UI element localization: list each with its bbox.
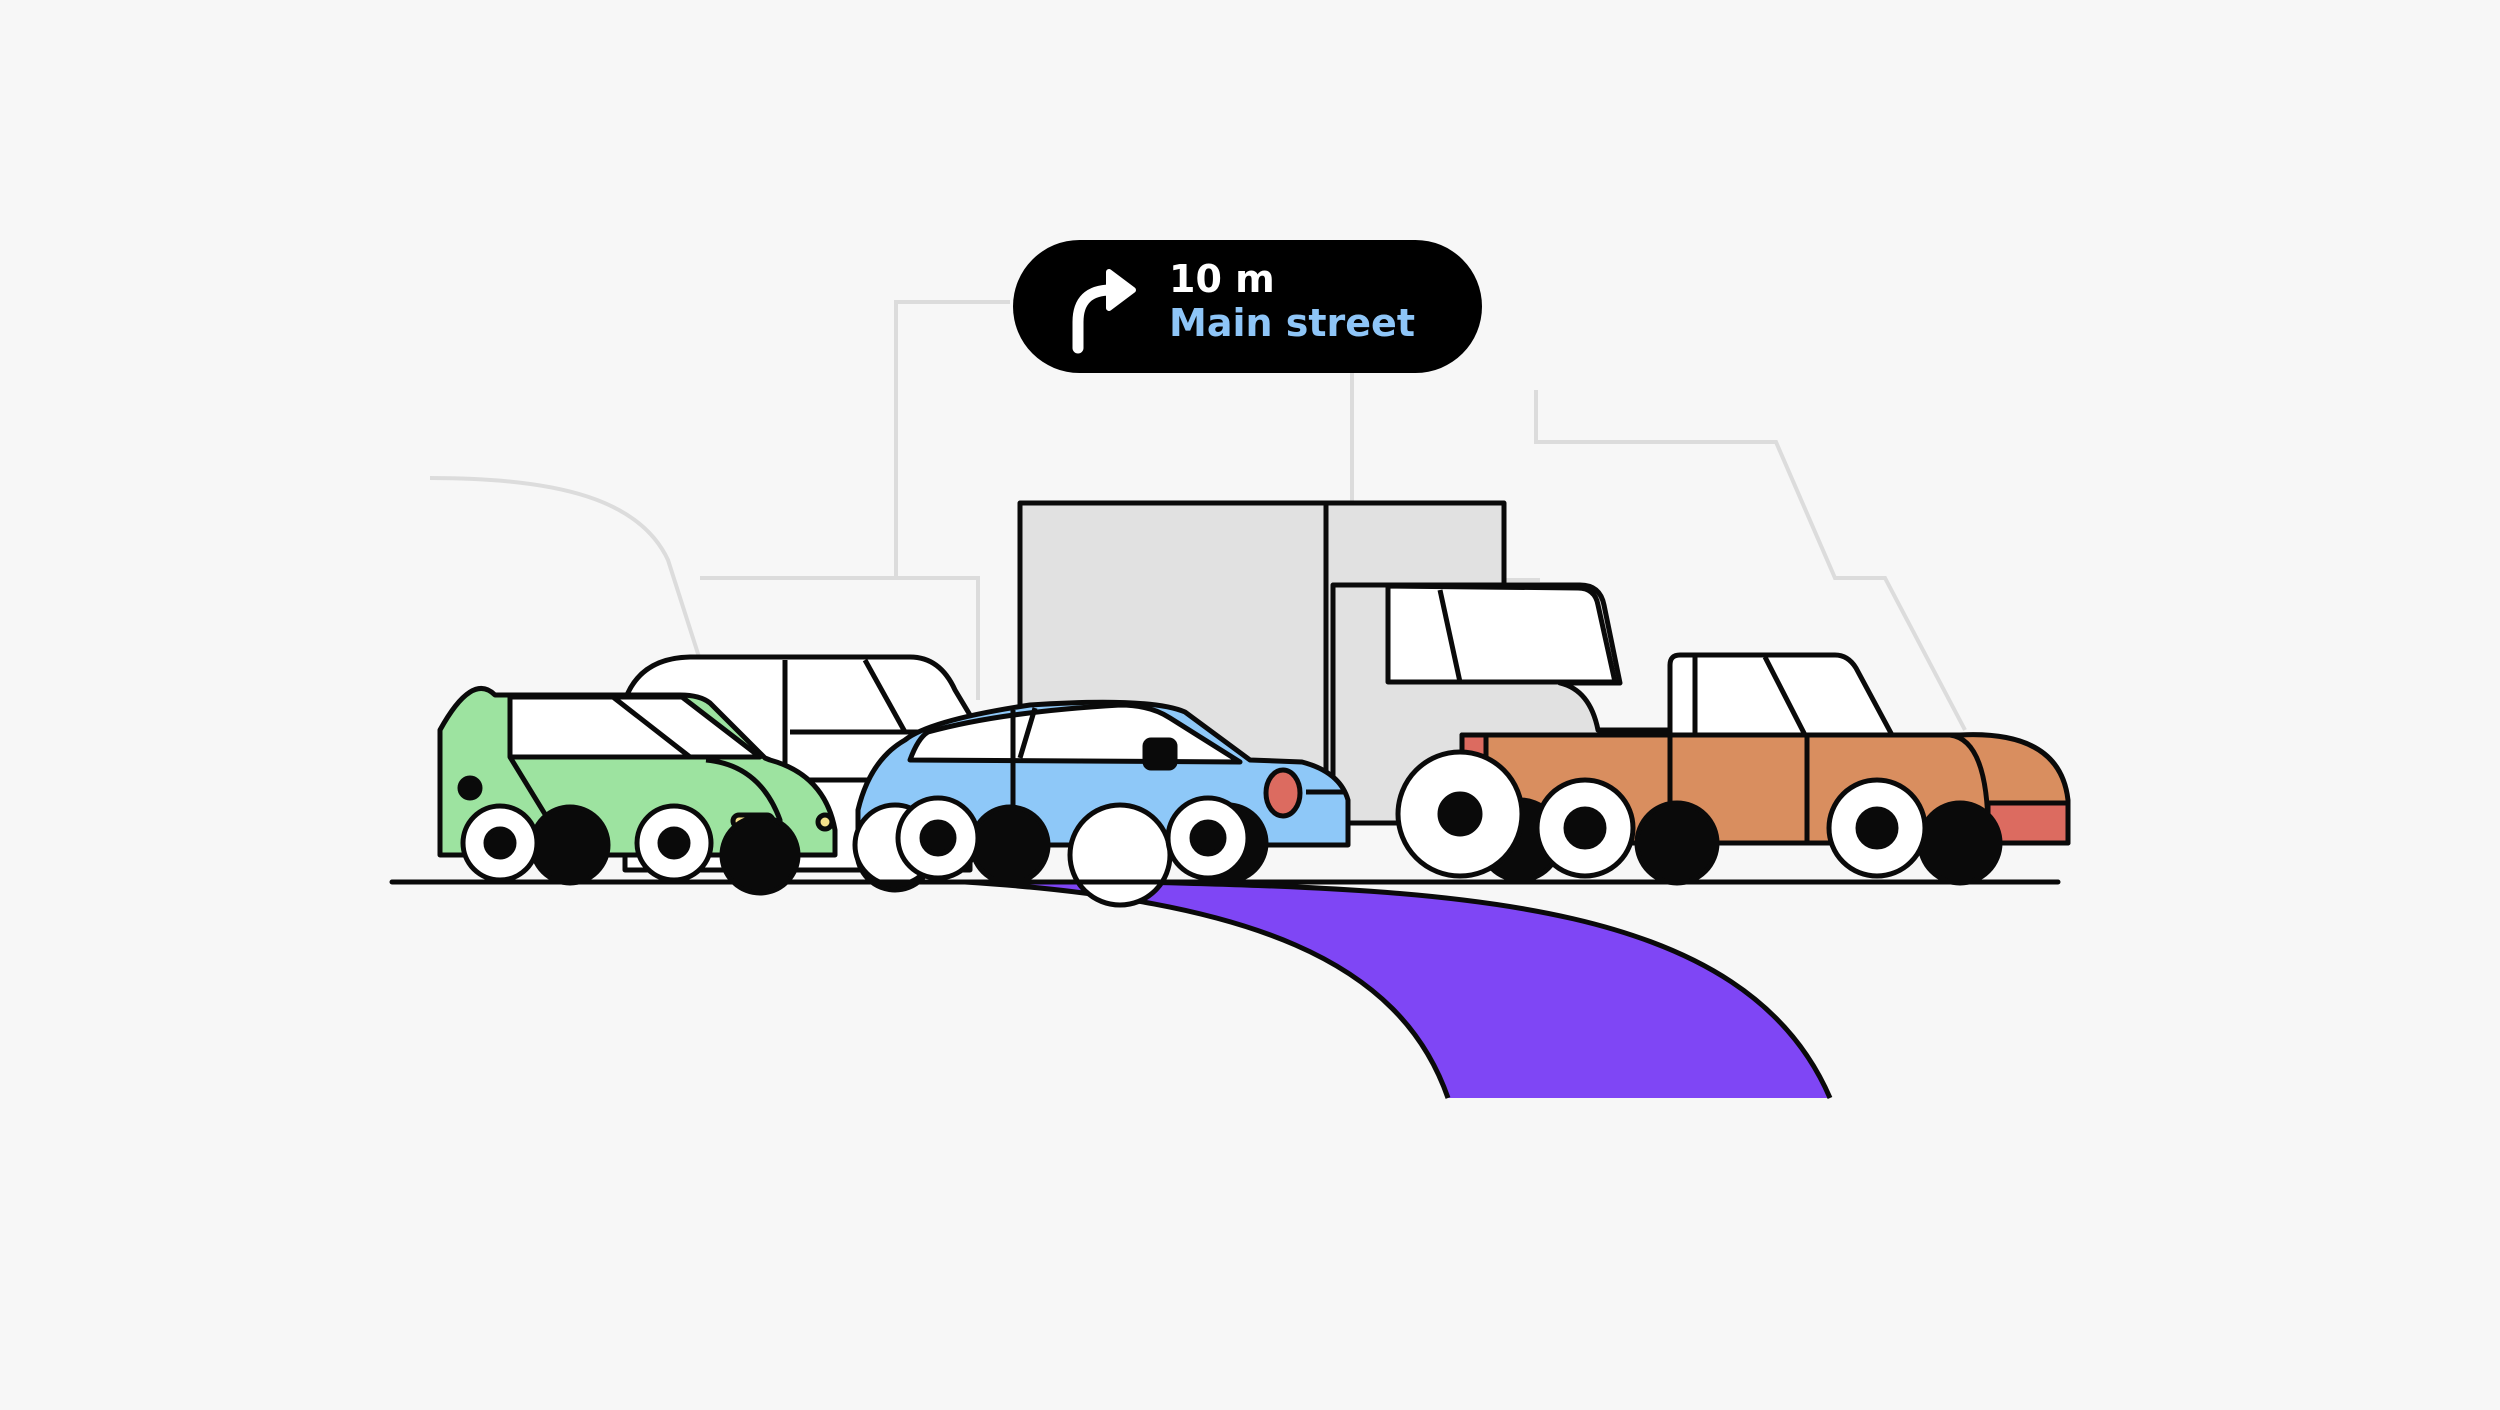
wheel	[1067, 802, 1173, 908]
wheel-hub	[483, 826, 517, 860]
wheel-hub	[1437, 791, 1483, 837]
wheel-hub	[1563, 806, 1607, 850]
wheel-hub	[1855, 806, 1899, 850]
wheel	[969, 804, 1051, 886]
street-name: Main street	[1169, 301, 1415, 345]
route-edge-right	[1139, 879, 1833, 1099]
wheel	[529, 804, 611, 886]
wheel	[1917, 800, 2003, 886]
turn-right-icon	[1072, 269, 1136, 354]
navigation-banner: 10 m Main street	[1013, 240, 1482, 373]
wheel-hub	[1189, 819, 1227, 857]
turn-distance: 10 m	[1169, 257, 1275, 301]
wheel	[719, 814, 801, 896]
route-path	[965, 882, 1830, 1098]
wheel-hub	[657, 826, 691, 860]
wheel	[1634, 800, 1720, 886]
wheel-hub	[919, 819, 957, 857]
route-edge-left	[964, 879, 1451, 1099]
